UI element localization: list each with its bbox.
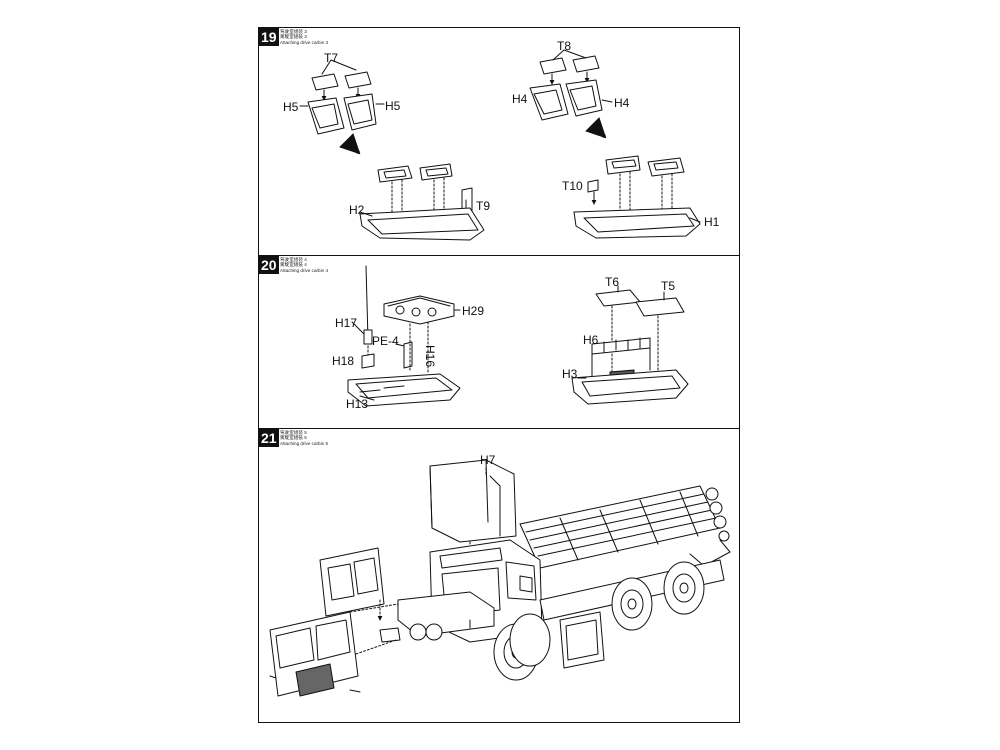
part-label-h4-left: H4	[512, 92, 528, 106]
step19-left-assembly	[299, 59, 485, 241]
step21-truck-assembly	[269, 459, 731, 697]
part-label-pe4: PE-4	[372, 334, 399, 348]
part-label-h17: H17	[335, 316, 358, 330]
step-subtitle-19-cn-simplified: 驾驶室组装 3	[280, 29, 307, 34]
step-subtitle-21-en: Attaching drive carbin 5	[280, 440, 329, 446]
step19-right-assembly	[529, 49, 701, 239]
step-subtitle-21-cn-simplified: 驾驶室组装 5	[280, 430, 307, 435]
part-label-h7: H7	[480, 453, 496, 467]
part-label-t10: T10	[562, 179, 583, 193]
step-subtitle-20-cn-simplified: 驾驶室组装 4	[280, 257, 307, 262]
step-number-19: 19	[259, 28, 279, 46]
part-label-h18: H18	[332, 354, 355, 368]
step-divider-20-21	[258, 428, 740, 429]
part-label-h6: H6	[583, 333, 599, 347]
step20-right-assembly	[571, 285, 689, 405]
step-subtitle-20: 驾驶室组装 4 駕駛室組裝 4 Attaching drive carbin 4	[280, 257, 328, 273]
part-label-h5-right: H5	[385, 99, 401, 113]
part-label-h3: H3	[562, 367, 578, 381]
step-number-21: 21	[259, 429, 279, 447]
step-subtitle-21-cn-traditional: 駕駛室組裝 5	[280, 435, 307, 441]
part-label-h16: H16	[423, 345, 437, 368]
instruction-frame	[258, 27, 740, 723]
step-subtitle-19-en: Attaching drive carbin 3	[280, 39, 329, 45]
step-number-20: 20	[259, 256, 279, 274]
step-divider-19-20	[258, 255, 740, 256]
step-subtitle-19: 驾驶室组装 3 駕駛室組裝 3 Attaching drive carbin 3	[280, 29, 328, 45]
part-label-h5-left: H5	[283, 100, 299, 114]
step-subtitle-19-cn-traditional: 駕駛室組裝 3	[280, 34, 307, 40]
step-subtitle-20-cn-traditional: 駕駛室組裝 4	[280, 262, 307, 268]
part-label-h4-right: H4	[614, 96, 630, 110]
part-label-h1: H1	[704, 215, 720, 229]
part-label-h13: H13	[346, 397, 369, 411]
part-label-h29: H29	[462, 304, 485, 318]
part-label-t8: T8	[557, 39, 572, 53]
part-label-t9: T9	[476, 199, 491, 213]
part-label-t5: T5	[661, 279, 676, 293]
wheel-middle-1	[611, 577, 653, 631]
part-label-t7: T7	[324, 51, 339, 65]
wheel-middle-2	[663, 561, 705, 615]
step-subtitle-20-en: Attaching drive carbin 4	[280, 267, 329, 273]
step-subtitle-21: 驾驶室组装 5 駕駛室組裝 5 Attaching drive carbin 5	[280, 430, 328, 446]
wheel-rear	[509, 613, 551, 667]
part-label-t6: T6	[605, 275, 620, 289]
step20-left-assembly	[347, 265, 461, 407]
part-label-h2: H2	[349, 203, 365, 217]
